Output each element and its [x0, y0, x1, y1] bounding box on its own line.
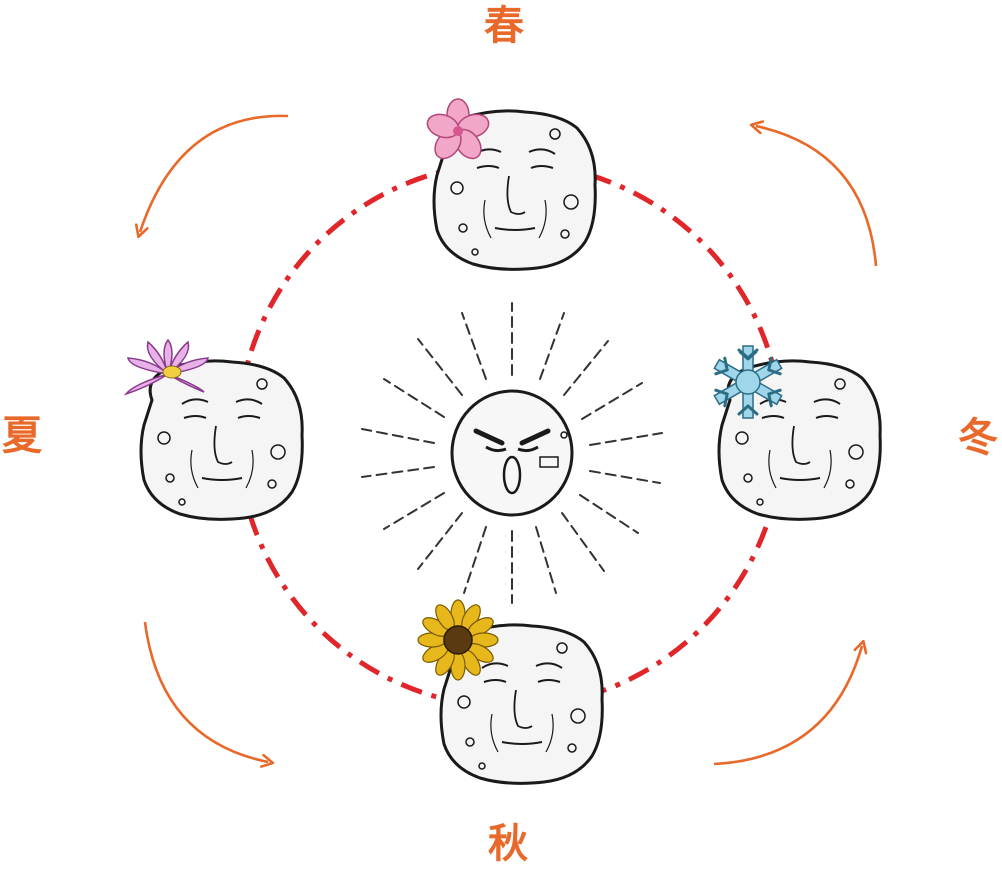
pink-flower-icon — [426, 98, 490, 160]
lotus-flower-icon — [123, 338, 209, 396]
arrow-autumn-to-winter — [713, 646, 862, 766]
snowflake-icon — [713, 345, 783, 419]
season-label-winter: 冬 — [958, 415, 998, 461]
arrow-spring-to-summer — [140, 114, 289, 232]
arrow-winter-to-spring — [756, 126, 878, 267]
season-label-summer: 夏 — [2, 413, 42, 459]
sunflower-icon — [417, 599, 499, 681]
sun-face-icon — [361, 302, 663, 604]
moon-face-summer — [139, 359, 304, 521]
arrow-summer-to-autumn — [143, 621, 268, 762]
season-label-spring: 春 — [484, 3, 524, 49]
season-label-autumn: 秋 — [488, 821, 528, 867]
